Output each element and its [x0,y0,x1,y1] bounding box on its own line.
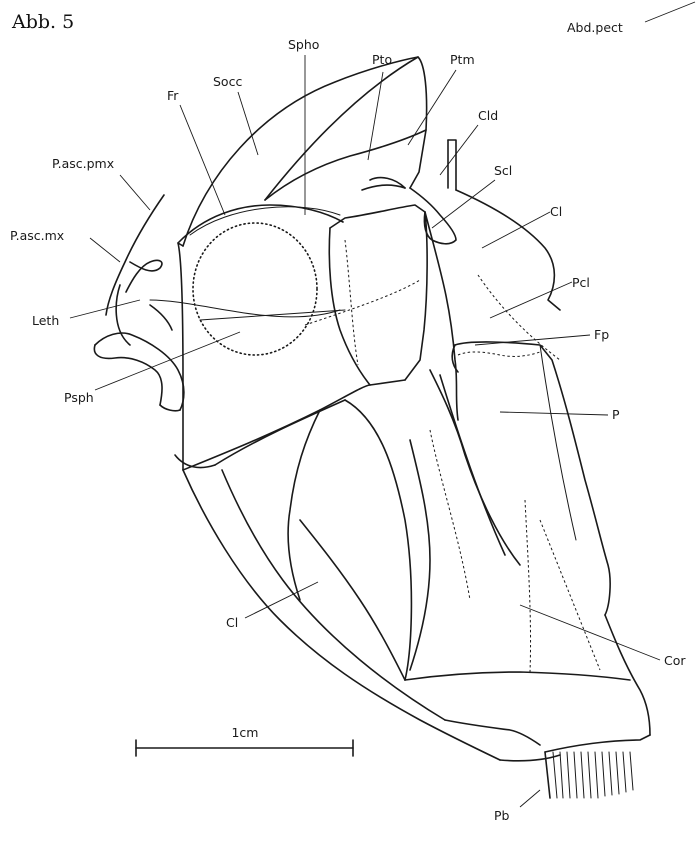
label-cor: Cor [664,653,686,668]
skull-outline [183,57,500,760]
label-socc: Socc [213,74,242,89]
label-scl: Scl [494,163,512,178]
coracoid-region [288,400,650,745]
scale-bar: 1cm [136,725,353,756]
opercular-plates [183,205,427,470]
label-cl-upper: Cl [550,204,562,219]
label-pcl: Pcl [572,275,590,290]
label-pto: Pto [372,52,392,67]
label-abd-pect: Abd.pect [567,20,623,35]
label-p-asc-pmx: P.asc.pmx [52,156,114,171]
label-fr: Fr [167,88,179,103]
label-ptm: Ptm [450,52,475,67]
label-cld: Cld [478,108,498,123]
structure-labels: Abd.pect Pto Spho Socc Ptm Cld Fr Scl P.… [10,20,686,823]
leader-lines [70,2,695,807]
label-cl-lower: Cl [226,615,238,630]
snout [94,195,215,468]
label-leth: Leth [32,313,59,328]
label-p: P [612,407,620,422]
orbit [150,205,345,470]
label-pb: Pb [494,808,510,823]
label-psph: Psph [64,390,94,405]
pelvic-rays [500,735,650,798]
scale-bar-label: 1cm [231,725,258,740]
label-fp: Fp [594,327,609,342]
pectoral-girdle [362,140,560,420]
label-p-asc-mx: P.asc.mx [10,228,64,243]
figure-title: Abb. 5 [11,11,74,33]
label-spho: Spho [288,37,319,52]
